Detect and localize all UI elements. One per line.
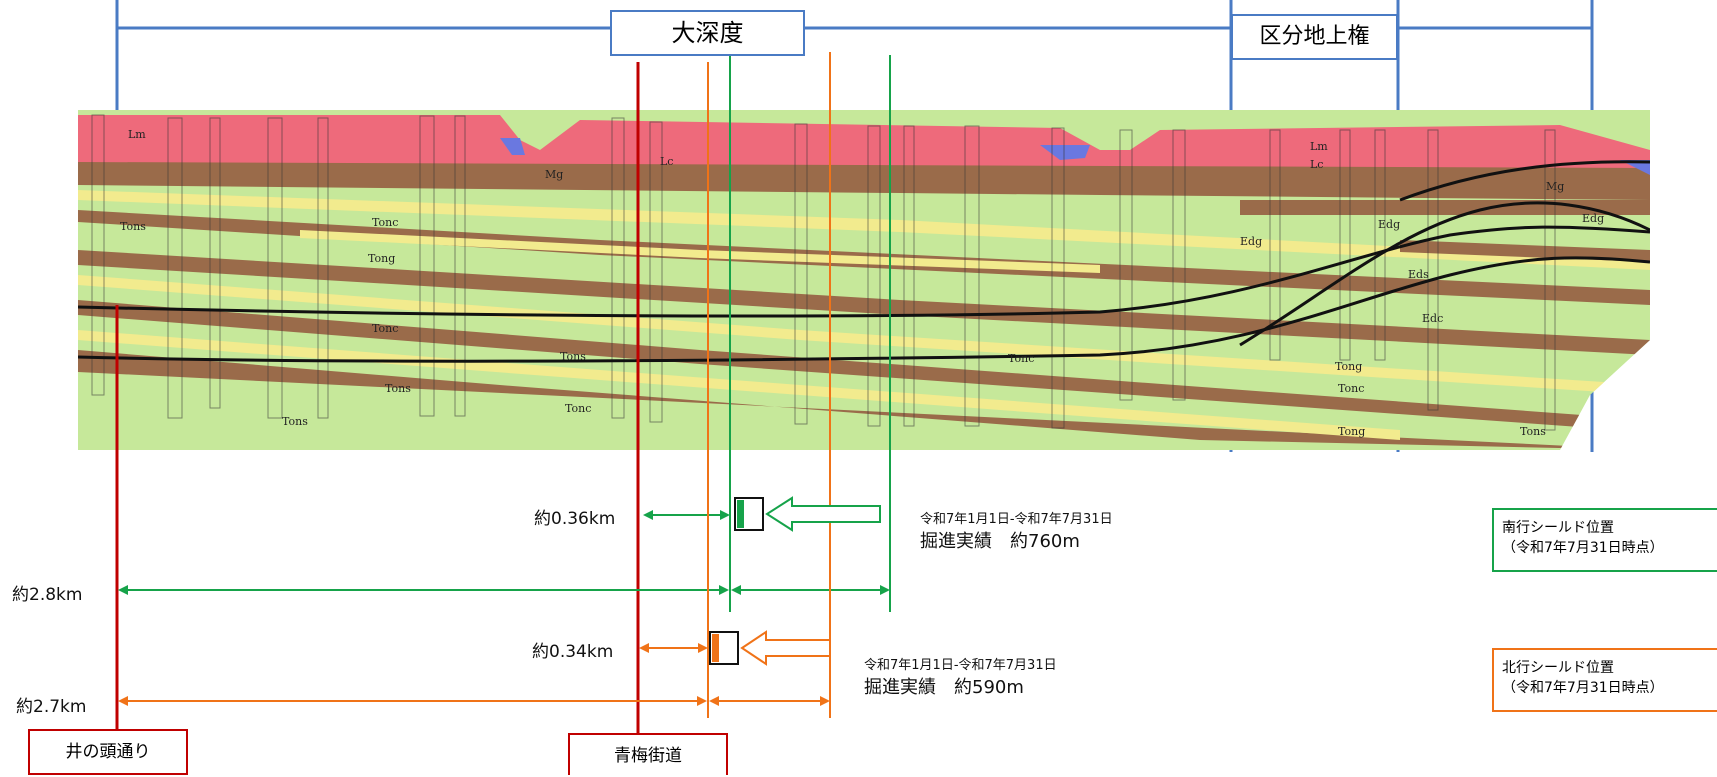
north-shield-legend: 北行シールド位置 （令和7年7月31日時点） xyxy=(1492,648,1717,712)
strata-label: Tons xyxy=(120,220,146,233)
landmark-inokashira-dori: 井の頭通り xyxy=(28,729,188,775)
strata-label: Tons xyxy=(385,382,411,395)
strata-label: Mg xyxy=(1546,180,1564,193)
strata-label: Tonc xyxy=(372,216,398,229)
south-progress-arrow xyxy=(765,496,881,532)
north-shield-marker xyxy=(709,631,739,665)
north-legend-date: （令和7年7月31日時点） xyxy=(1502,680,1664,696)
strata-label: Tons xyxy=(282,415,308,428)
south-legend-date: （令和7年7月31日時点） xyxy=(1502,540,1664,556)
north-period: 令和7年1月1日-令和7年7月31日 xyxy=(864,658,1057,673)
south-shield-marker xyxy=(734,497,764,531)
strata-label: Tonc xyxy=(1008,352,1034,365)
strata-label: Edg xyxy=(1240,235,1262,248)
north-route-lines xyxy=(118,52,831,718)
south-progress: 掘進実績 約760m xyxy=(920,531,1080,552)
strata-label: Edg xyxy=(1378,218,1400,231)
north-legend-title: 北行シールド位置 xyxy=(1502,660,1614,676)
north-progress-arrow xyxy=(740,630,831,666)
landmark-ome-kaido: 青梅街道 xyxy=(568,733,728,775)
strata-label: Tonc xyxy=(1338,382,1364,395)
north-total-distance: 約2.7km xyxy=(16,697,87,717)
strata-label: Lm xyxy=(128,128,146,141)
strata-label: Lm xyxy=(1310,140,1328,153)
zone-label-deep: 大深度 xyxy=(610,10,805,56)
strata-label: Lc xyxy=(660,155,673,168)
borehole-logs xyxy=(91,114,1556,431)
south-total-distance: 約2.8km xyxy=(12,585,83,605)
strata-label: Lc xyxy=(1310,158,1323,171)
strata-label: Tong xyxy=(1338,425,1365,438)
north-remaining-distance: 約0.34km xyxy=(532,642,614,662)
strata-label: Tong xyxy=(1335,360,1362,373)
zone-label-surface-rights: 区分地上権 xyxy=(1231,14,1398,60)
strata-label: Edg xyxy=(1582,212,1604,225)
landmark-lines xyxy=(115,62,640,740)
tunnel-alignment-lines xyxy=(78,160,1650,363)
north-progress: 掘進実績 約590m xyxy=(864,677,1024,698)
south-legend-title: 南行シールド位置 xyxy=(1502,520,1614,536)
south-shield-legend: 南行シールド位置 （令和7年7月31日時点） xyxy=(1492,508,1717,572)
strata-label: Eds xyxy=(1408,268,1429,281)
strata-label: Tonc xyxy=(565,402,591,415)
strata-labels: Lm Mg Lc Tonc Tons Tong Edg Eds Edc Lm L… xyxy=(120,128,1604,438)
strata-label: Tong xyxy=(368,252,395,265)
strata-label: Edc xyxy=(1422,312,1443,325)
strata-label: Tons xyxy=(560,350,586,363)
south-route-lines xyxy=(118,45,891,612)
south-period: 令和7年1月1日-令和7年7月31日 xyxy=(920,512,1113,527)
strata-layers xyxy=(78,110,1650,450)
strata-label: Tons xyxy=(1520,425,1546,438)
south-remaining-distance: 約0.36km xyxy=(534,509,616,529)
strata-label: Mg xyxy=(545,168,563,181)
strata-label: Tonc xyxy=(372,322,398,335)
